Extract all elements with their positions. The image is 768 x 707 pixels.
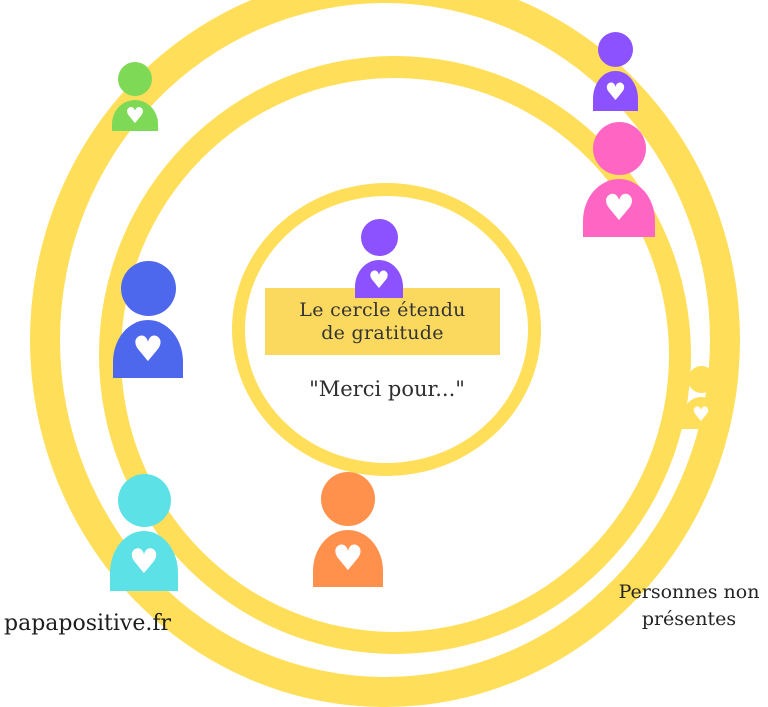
- person-head: [120, 261, 176, 316]
- diagram-title-box: Le cercle étendu de gratitude: [265, 288, 500, 355]
- heart-icon: ♥: [604, 78, 627, 106]
- person-icon-pink: ♥: [583, 122, 655, 237]
- heart-icon: ♥: [368, 266, 390, 294]
- person-head: [321, 472, 375, 526]
- person-body: ♥: [112, 100, 158, 131]
- person-icon-cyan: ♥: [110, 474, 178, 591]
- diagram-title-line1: Le cercle étendu: [299, 298, 466, 321]
- person-head: [360, 219, 398, 256]
- person-icon-yellow-not-present: ♥: [681, 366, 721, 429]
- diagram-title-line2: de gratitude: [321, 321, 444, 344]
- person-head: [117, 474, 171, 527]
- legend-line2: présentes: [641, 608, 737, 630]
- gratitude-prompt-text: "Merci pour...": [309, 377, 465, 401]
- person-body: ♥: [355, 260, 403, 298]
- person-icon-blue: ♥: [113, 261, 183, 378]
- person-head: [118, 62, 152, 96]
- person-icon-green: ♥: [112, 62, 158, 131]
- person-icon-orange: ♥: [313, 472, 383, 587]
- legend-not-present: Personnes non présentes: [600, 579, 768, 633]
- heart-icon: ♥: [125, 103, 145, 129]
- person-body: ♥: [583, 179, 655, 237]
- person-body: ♥: [110, 531, 178, 591]
- heart-icon: ♥: [332, 539, 364, 579]
- person-head: [687, 366, 715, 393]
- heart-icon: ♥: [692, 402, 710, 426]
- legend-line1: Personnes non: [618, 581, 760, 603]
- person-icon-purple-top-right: ♥: [593, 32, 638, 111]
- person-icon-center: ♥: [355, 219, 403, 298]
- person-body: ♥: [113, 320, 183, 378]
- watermark-text: papapositive.fr: [4, 611, 172, 636]
- heart-icon: ♥: [128, 542, 160, 582]
- person-body: ♥: [313, 530, 383, 587]
- person-body: ♥: [681, 397, 721, 429]
- person-head: [598, 32, 633, 67]
- heart-icon: ♥: [602, 188, 636, 229]
- heart-icon: ♥: [132, 329, 164, 370]
- person-head: [592, 122, 646, 175]
- person-body: ♥: [593, 71, 638, 111]
